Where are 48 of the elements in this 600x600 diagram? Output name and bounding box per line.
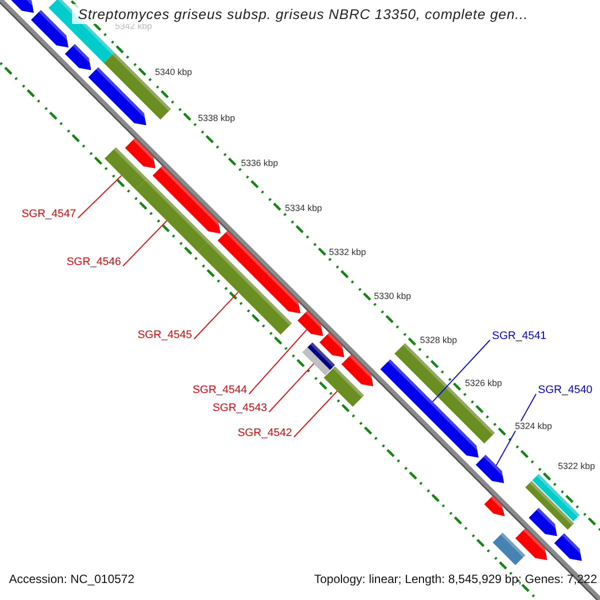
gene-label: SGR_4543 [212, 402, 267, 414]
leader-line [294, 390, 338, 438]
gene-block [476, 454, 507, 484]
gene-bar [136, 178, 210, 252]
leader-line [78, 174, 122, 218]
gene-label: SGR_4542 [238, 427, 292, 439]
gene-block [31, 10, 72, 48]
scale-label: 5340 kbp [155, 67, 192, 77]
gene-block [320, 332, 348, 358]
gene-bar [104, 147, 147, 190]
gene-block [152, 166, 224, 234]
gene-label: SGR_4547 [22, 208, 76, 220]
scale-label: 5336 kbp [241, 158, 278, 168]
gene-block [341, 354, 376, 386]
gene-block [64, 44, 94, 70]
scale-label: 5330 kbp [374, 291, 412, 301]
gene-bar [525, 480, 574, 530]
scale-label: 5322 kbp [558, 461, 596, 471]
scale-label: 5324 kbp [515, 421, 552, 431]
gene-block [88, 67, 150, 126]
gene-label: SGR_4546 [66, 256, 121, 268]
gene-block [515, 528, 550, 560]
scale-label: 5326 kbp [465, 378, 502, 388]
gene-label: SGR_4541 [492, 330, 546, 342]
leader-line [248, 329, 308, 394]
gene-label: SGR_4540 [538, 384, 592, 396]
scale-label: 5334 kbp [285, 203, 322, 213]
gene-label: SGR_4545 [138, 329, 192, 341]
gene-block [528, 508, 560, 536]
gene-bar [532, 474, 580, 522]
leader-line [122, 220, 168, 266]
scale-label: 5332 kbp [329, 247, 366, 257]
gene-block [125, 138, 158, 168]
scale-label: 5328 kbp [420, 335, 458, 345]
gene-block [484, 496, 507, 516]
gene-block [9, 0, 37, 13]
gene-bar [492, 532, 526, 566]
gene-label: SGR_4544 [192, 384, 247, 396]
gene-bar [198, 240, 292, 335]
gene-bar [324, 366, 364, 407]
gene-block [298, 310, 326, 336]
scale-label: 5338 kbp [198, 113, 236, 123]
gene-block [218, 230, 304, 314]
leader-line [194, 292, 239, 340]
info-text: Accession: NC_010572 [9, 572, 134, 586]
leader-line [268, 363, 314, 412]
gene-block [554, 533, 585, 561]
leader-line [432, 340, 490, 402]
